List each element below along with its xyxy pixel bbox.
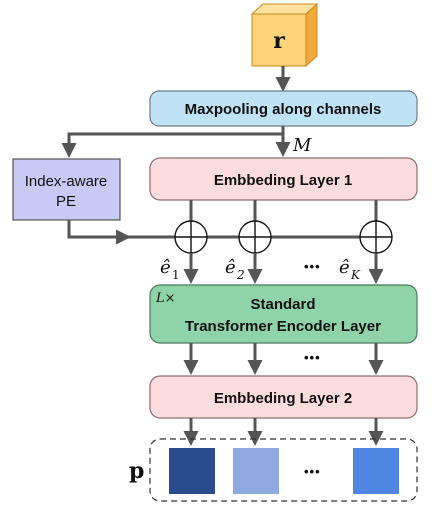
- svg-text:ê: ê: [225, 257, 236, 278]
- pe-output-line: [67, 220, 175, 239]
- pe-label-line2: PE: [56, 193, 76, 210]
- m-label: M: [292, 135, 312, 156]
- plus-node-2: [238, 220, 272, 254]
- pe-label-line1: Index-aware: [25, 173, 108, 190]
- svg-text:ê: ê: [339, 257, 350, 278]
- transformer-label-line2: Transformer Encoder Layer: [185, 318, 381, 335]
- maxpool-box: Maxpooling along channels: [149, 90, 418, 127]
- ellipsis-2: •••: [304, 350, 321, 365]
- lx-label: L×: [155, 291, 176, 306]
- pe-box: Index-aware PE: [12, 158, 121, 221]
- ek-label: ê K: [339, 257, 361, 282]
- output-dashed-box: [149, 438, 418, 502]
- maxpool-label: Maxpooling along channels: [185, 101, 382, 118]
- output-token-1: [169, 448, 215, 494]
- plus-node-k: [359, 220, 393, 254]
- ellipsis-3: •••: [304, 464, 321, 479]
- ellipsis-1: •••: [304, 259, 321, 274]
- arrow-to-pe: [61, 132, 283, 158]
- transformer-encoder-box: L× Standard Transformer Encoder Layer: [149, 284, 418, 344]
- embedding-layer-2-box: Embbeding Layer 2: [149, 375, 418, 419]
- embedding-layer-2-label: Embbeding Layer 2: [214, 390, 352, 407]
- embedding-layer-1-label: Embbeding Layer 1: [214, 172, 352, 189]
- output-symbol: p: [129, 458, 144, 484]
- transformer-label-line1: Standard: [250, 296, 315, 313]
- input-cube: r: [250, 2, 319, 68]
- svg-text:K: K: [350, 268, 361, 282]
- svg-text:2: 2: [236, 268, 245, 282]
- e2-label: ê 2: [225, 257, 245, 282]
- svg-text:ê: ê: [160, 257, 171, 278]
- plus-node-1: [174, 220, 208, 254]
- svg-text:1: 1: [172, 268, 180, 282]
- output-token-k: [353, 448, 399, 494]
- embedding-layer-1-box: Embbeding Layer 1: [149, 157, 418, 201]
- input-symbol: r: [273, 28, 285, 54]
- e1-label: ê 1: [160, 257, 180, 282]
- output-token-2: [233, 448, 279, 494]
